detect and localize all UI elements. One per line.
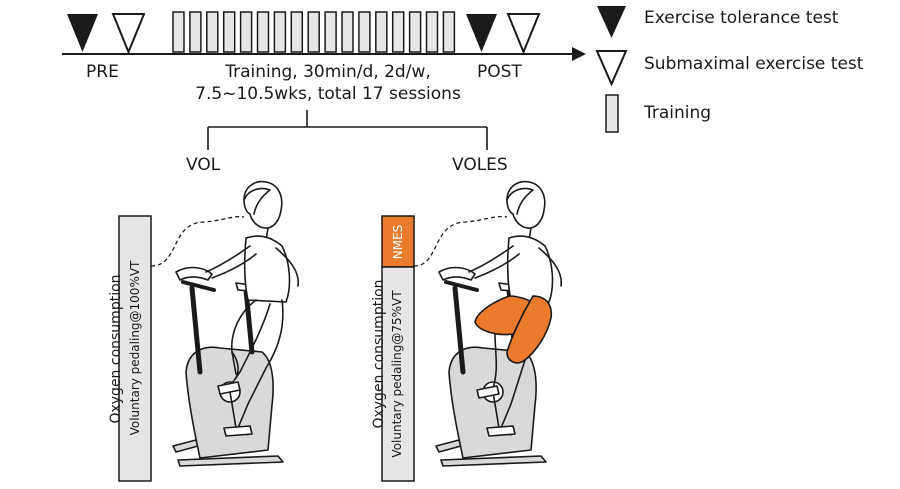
pre-submaximal-marker: [111, 13, 146, 55]
training-session-bar: [375, 11, 388, 53]
training-session-bar: [290, 11, 304, 53]
legend-submaximal-label: Submaximal exercise test: [644, 54, 864, 74]
voles-nmes-bar: [381, 215, 415, 268]
post-label: POST: [477, 62, 522, 82]
training-session-bar: [358, 11, 371, 53]
training-session-bar: [239, 11, 253, 53]
vol-bar-label: Voluntary pedaling@100%VT: [128, 260, 142, 436]
training-session-bar: [442, 11, 456, 53]
legend-exercise-tolerance-label: Exercise tolerance test: [644, 8, 839, 28]
voles-nmes-label: NMES: [391, 224, 405, 260]
voles-pedaling-bar: [381, 266, 415, 482]
vol-dashed-connector: [150, 215, 245, 267]
training-session-bar: [273, 11, 287, 53]
training-session-bar: [189, 11, 202, 53]
training-session-bar: [172, 11, 185, 53]
training-caption-line2: 7.5~10.5wks, total 17 sessions: [195, 84, 461, 104]
vol-oxygen-consumption-label: Oxygen consumption: [108, 274, 124, 424]
post-submaximal-marker: [506, 13, 541, 55]
legend-training-bar-icon: [605, 94, 619, 133]
legend-open-triangle-icon: [595, 50, 628, 87]
vol-group-label: VOL: [186, 155, 221, 175]
training-session-bar: [341, 11, 354, 53]
training-session-bar: [425, 11, 439, 53]
voles-bar-label: Voluntary pedaling@75%VT: [390, 290, 404, 458]
vol-cyclist-illustration: [172, 180, 300, 467]
training-session-bar: [206, 11, 219, 53]
training-session-bars: [172, 11, 456, 53]
vol-pedaling-bar: [118, 215, 152, 482]
training-session-bar: [222, 11, 236, 53]
training-session-bar: [256, 11, 270, 53]
legend-training-label: Training: [644, 103, 712, 123]
voles-oxygen-consumption-label: Oxygen consumption: [371, 279, 387, 429]
training-session-bar: [324, 11, 337, 53]
training-caption-line1: Training, 30min/d, 2d/w,: [225, 62, 431, 82]
voles-group-label: VOLES: [452, 155, 508, 175]
group-bracket: [207, 110, 488, 150]
legend-filled-triangle-icon: [597, 6, 626, 38]
voles-cyclist-illustration: [435, 180, 563, 467]
training-session-bar: [391, 11, 405, 53]
voles-dashed-connector: [413, 215, 508, 267]
pre-label: PRE: [86, 62, 119, 82]
timeline-arrow: [62, 47, 586, 61]
post-exercise-tolerance-marker: [466, 14, 497, 52]
pre-exercise-tolerance-marker: [67, 14, 98, 52]
training-session-bar: [408, 11, 422, 53]
training-session-bar: [307, 11, 320, 53]
